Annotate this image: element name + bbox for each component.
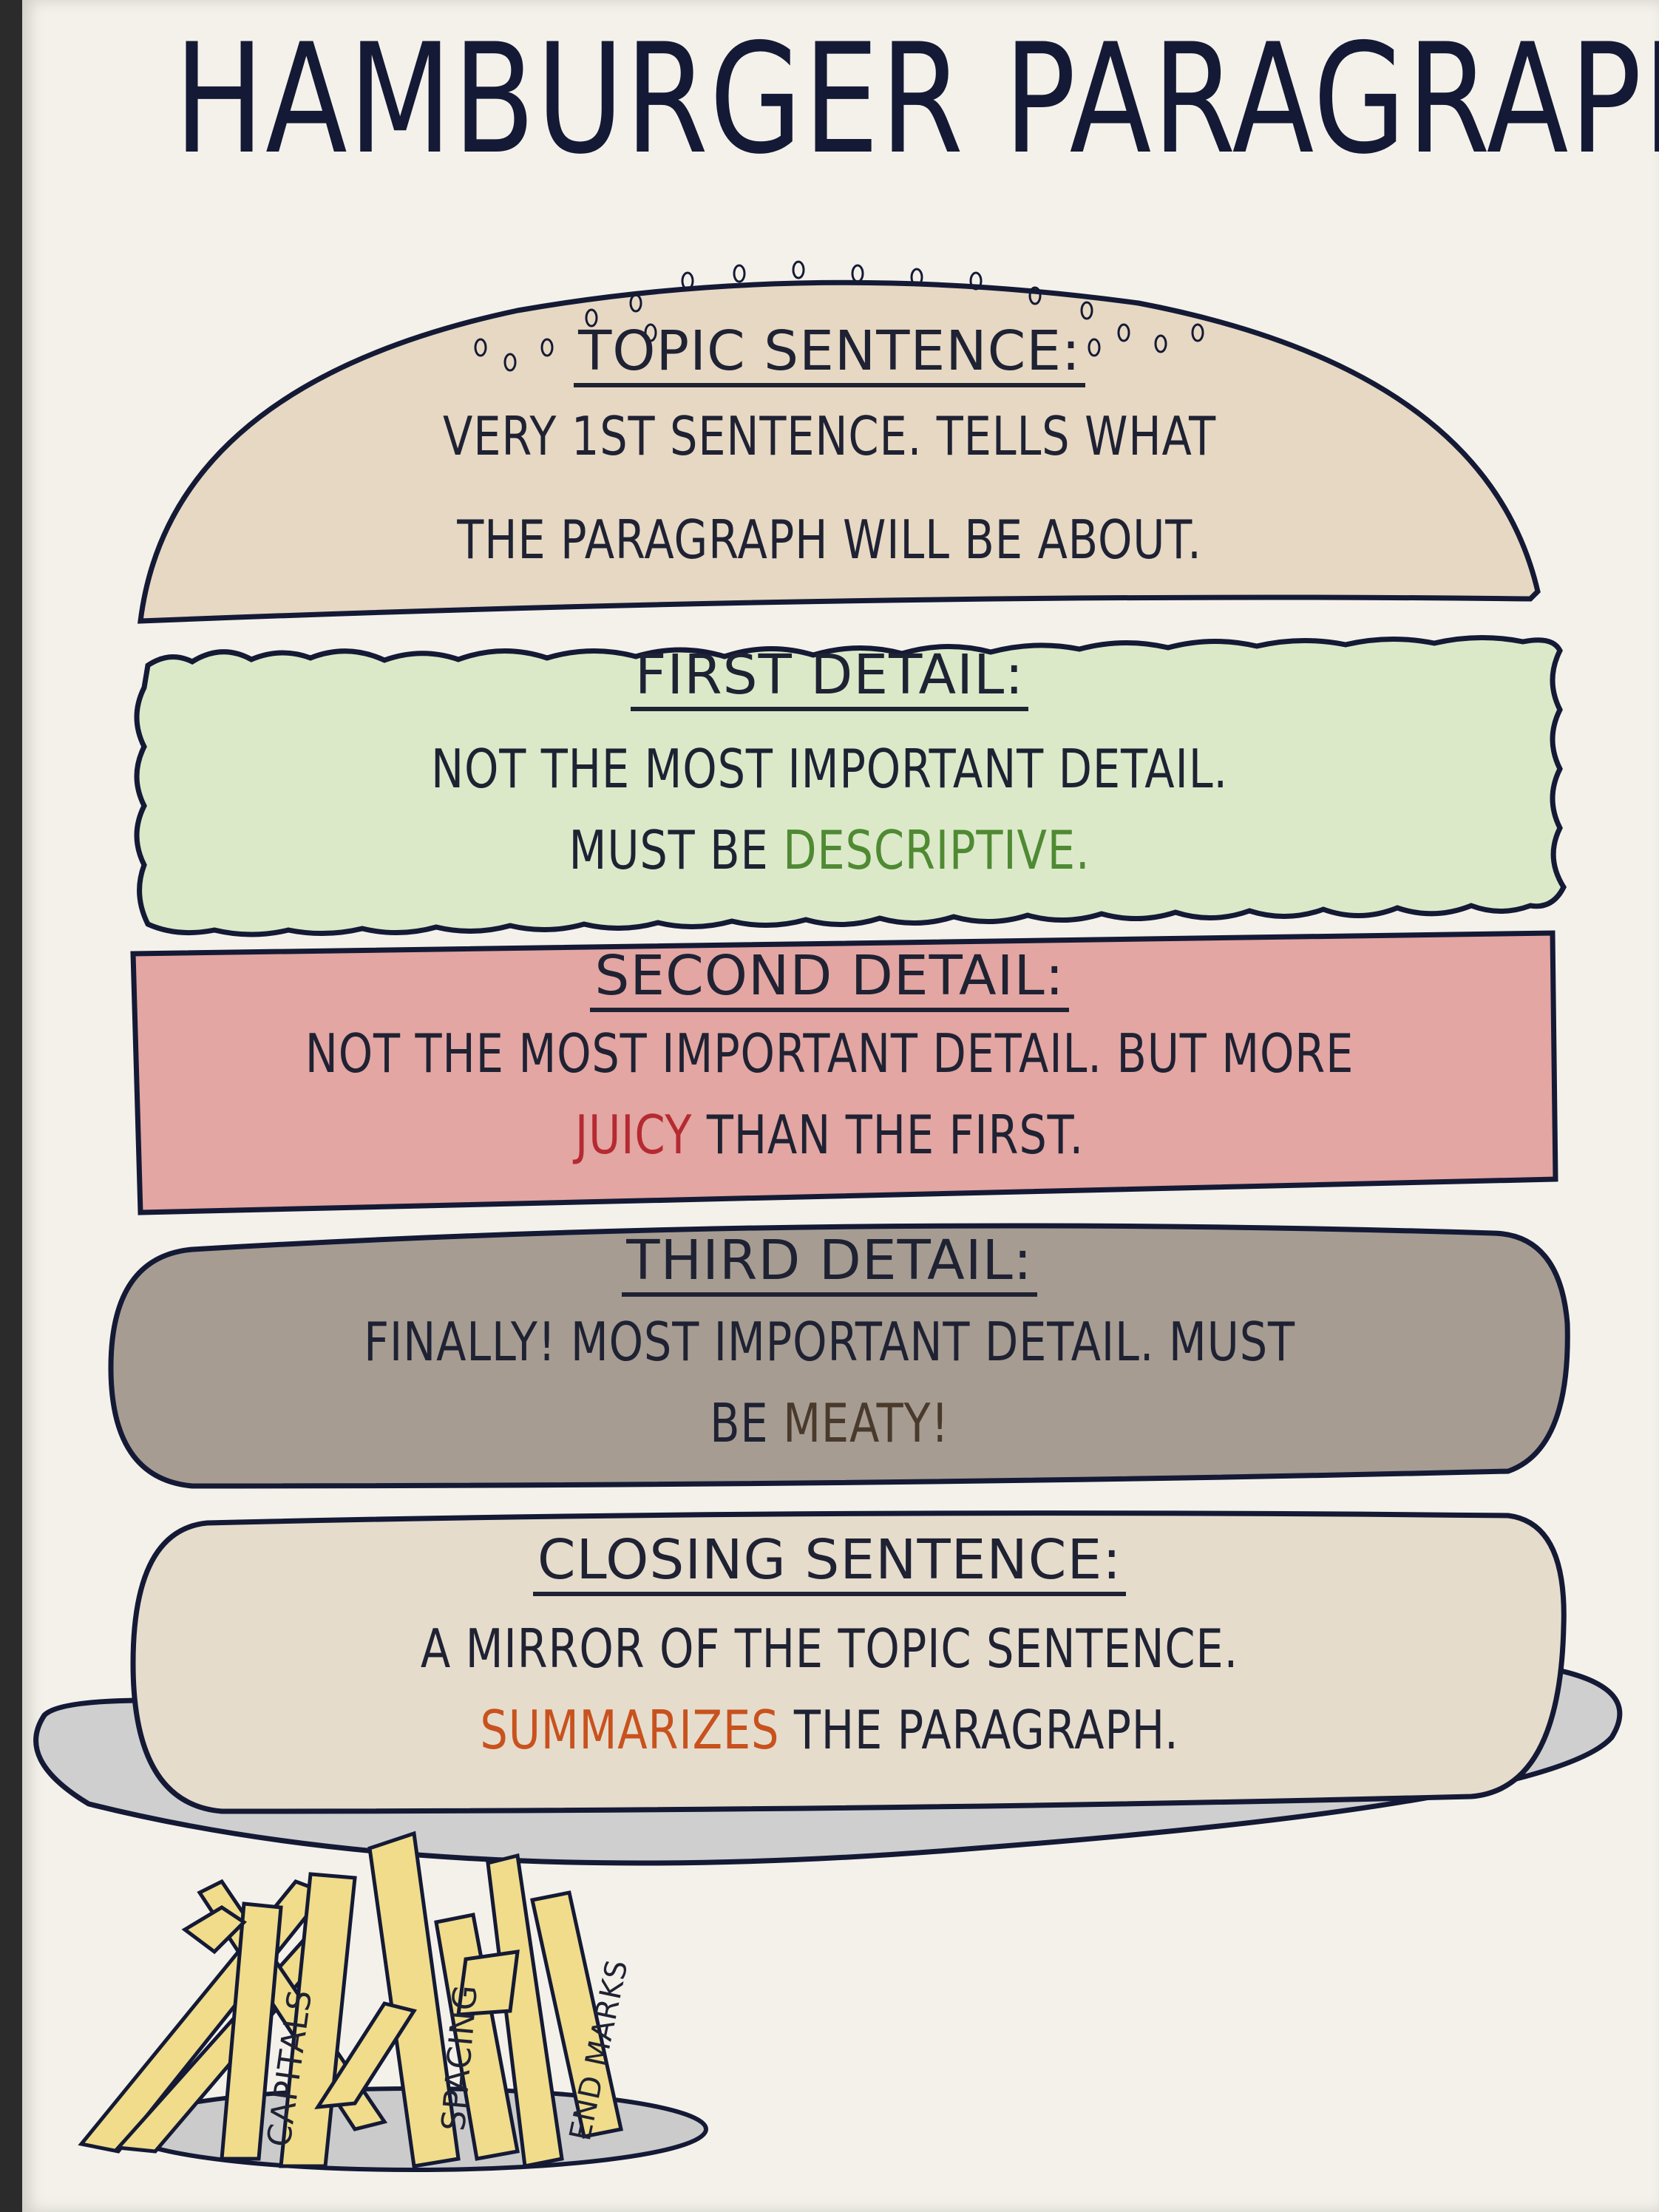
closing-heading: CLOSING SENTENCE: (0, 1527, 1659, 1596)
descriptive-highlight: DESCRIPTIVE (783, 819, 1076, 881)
first-detail-period: . (1075, 819, 1090, 881)
closing-line-2: SUMMARIZES THE PARAGRAPH. (149, 1697, 1510, 1763)
first-detail-text-a: MUST BE (569, 819, 769, 881)
closing-heading-text: CLOSING SENTENCE: (532, 1528, 1127, 1596)
bottom-bun (130, 1510, 1567, 1814)
tomato-layer (130, 930, 1558, 1215)
page-title: HAMBURGER PARAGRAPH (174, 12, 1659, 188)
third-detail-text-a: BE (710, 1392, 769, 1454)
top-bun (138, 279, 1541, 624)
third-detail-line-1: FINALLY! MOST IMPORTANT DETAIL. MUST (364, 1311, 1295, 1373)
patty-layer (108, 1223, 1570, 1489)
second-detail-heading: SECOND DETAIL: (0, 943, 1659, 1012)
first-detail-line-2: MUST BE DESCRIPTIVE. (149, 817, 1510, 883)
first-detail-line-1: NOT THE MOST IMPORTANT DETAIL. (430, 738, 1229, 800)
topic-heading: TOPIC SENTENCE: (0, 318, 1659, 387)
third-detail-heading: THIRD DETAIL: (0, 1227, 1659, 1297)
meaty-highlight: MEATY! (783, 1392, 949, 1454)
third-detail-line-2: BE MEATY! (149, 1390, 1510, 1456)
sesame-seed-icon (474, 260, 1204, 372)
closing-line-1: A MIRROR OF THE TOPIC SENTENCE. (420, 1618, 1239, 1680)
first-detail-heading-text: FIRST DETAIL: (630, 643, 1029, 711)
topic-heading-text: TOPIC SENTENCE: (574, 319, 1085, 387)
second-detail-line-1: NOT THE MOST IMPORTANT DETAIL. BUT MORE (305, 1022, 1354, 1085)
topic-line-1: VERY 1ST SENTENCE. TELLS WHAT (442, 405, 1216, 467)
closing-text-b: THE PARAGRAPH. (793, 1699, 1179, 1761)
third-detail-heading-text: THIRD DETAIL: (622, 1229, 1037, 1297)
second-detail-line-2: JUICY THAN THE FIRST. (149, 1102, 1510, 1168)
second-detail-text-b: THAN THE FIRST. (706, 1104, 1085, 1166)
juicy-highlight: JUICY (574, 1104, 693, 1166)
summarizes-highlight: SUMMARIZES (480, 1699, 780, 1761)
lettuce-layer (134, 635, 1567, 937)
second-detail-heading-text: SECOND DETAIL: (590, 944, 1069, 1012)
topic-line-2: THE PARAGRAPH WILL BE ABOUT. (457, 509, 1202, 571)
first-detail-heading: FIRST DETAIL: (0, 642, 1659, 711)
fries-icon (78, 1831, 623, 2168)
